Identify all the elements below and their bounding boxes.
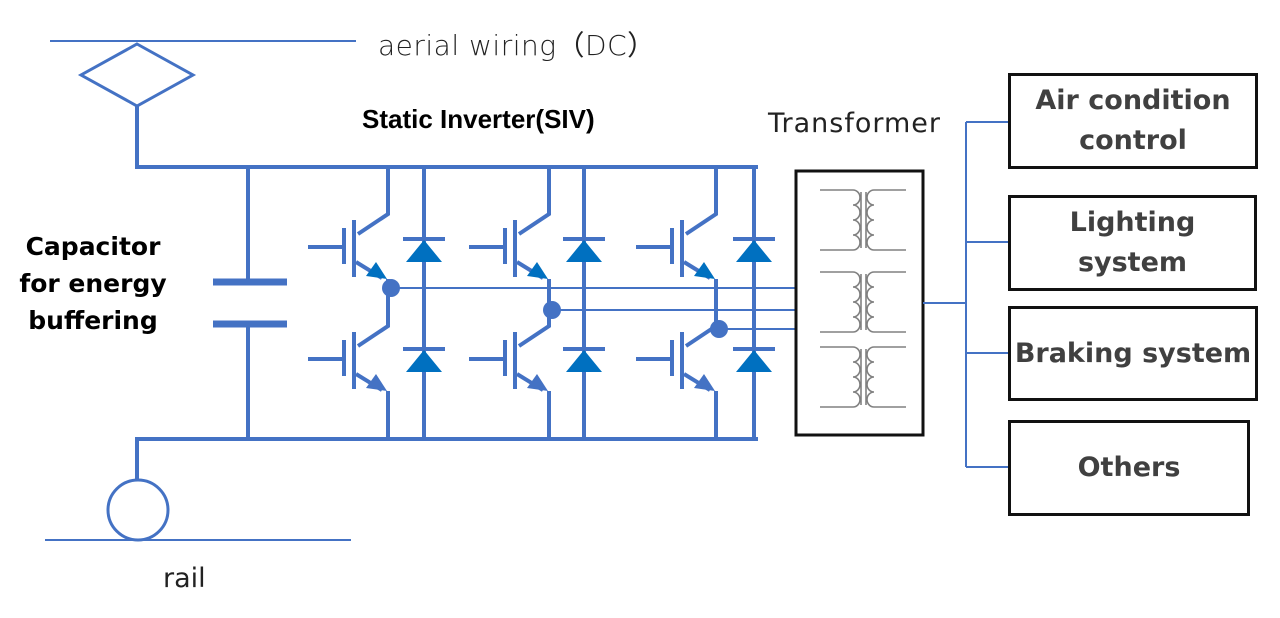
rail-label: rail	[163, 563, 206, 594]
load-box-lighting: Lighting system	[1008, 195, 1257, 291]
diode-lower-icon	[403, 347, 445, 372]
aerial-wiring-label: aerial wiring（DC）	[378, 29, 656, 62]
capacitor-label: Capacitor for energy buffering	[19, 232, 167, 335]
igbt-lower-icon	[636, 322, 718, 439]
igbt-upper-icon	[636, 167, 718, 329]
transformer-winding-icon	[820, 346, 906, 408]
load-label: Others	[1077, 452, 1181, 483]
transformer-label: Transformer	[768, 108, 942, 139]
diode-upper-icon	[733, 237, 775, 262]
dc-negative-bus	[135, 437, 758, 480]
load-label: Air condition control	[1035, 85, 1231, 156]
load-label: Lighting system	[1069, 207, 1196, 278]
diode-lower-icon	[733, 347, 775, 372]
load-box-others: Others	[1008, 420, 1250, 516]
diode-lower-icon	[563, 347, 605, 372]
load-label: Braking system	[1014, 337, 1252, 369]
capacitor-icon	[213, 167, 287, 439]
inverter-leg-3	[636, 167, 775, 439]
igbt-lower-icon	[469, 310, 551, 439]
wheel-icon	[106, 478, 170, 542]
static-inverter-label: Static Inverter(SIV)	[362, 104, 595, 134]
diode-upper-icon	[403, 237, 445, 262]
inverter-leg-1	[308, 167, 445, 439]
pantograph-icon	[77, 42, 197, 108]
inverter-leg-2	[469, 167, 605, 439]
igbt-lower-icon	[308, 288, 390, 439]
transformer-winding-icon	[820, 189, 906, 251]
transformer-winding-icon	[820, 271, 906, 333]
load-box-air-condition: Air condition control	[1008, 73, 1258, 169]
diode-upper-icon	[563, 237, 605, 262]
load-box-braking: Braking system	[1008, 306, 1258, 401]
igbt-upper-icon	[308, 167, 390, 288]
